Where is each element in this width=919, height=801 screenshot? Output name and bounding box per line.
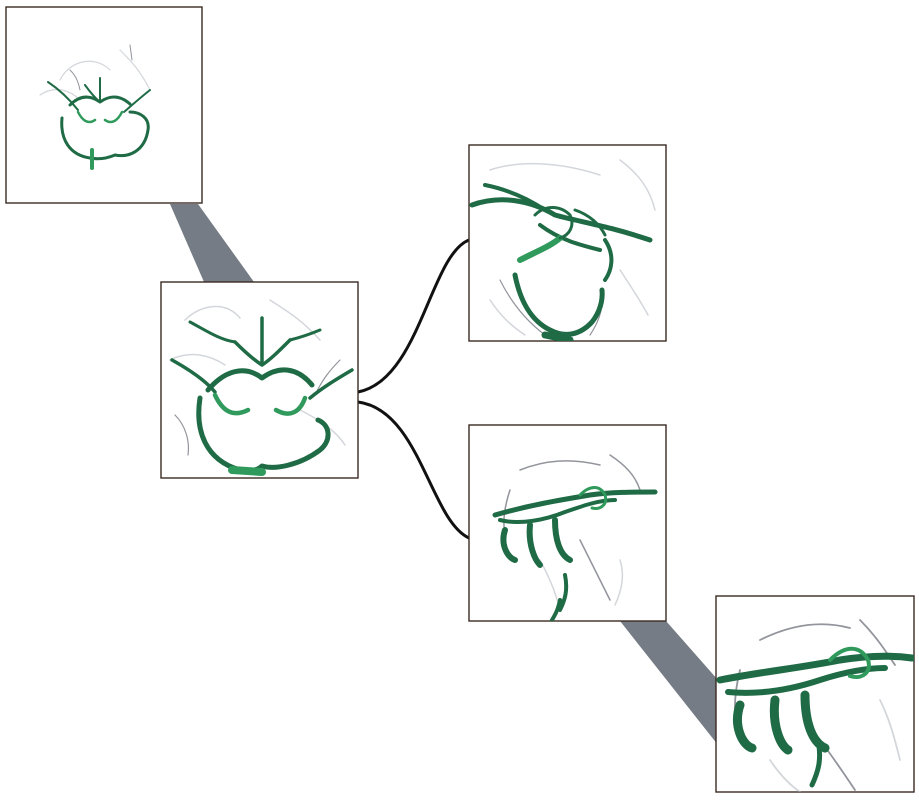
panel-view-a — [468, 144, 667, 342]
vessel-render-icon — [469, 159, 656, 341]
branch-connector-upper — [356, 238, 471, 394]
vessel-render-icon — [39, 44, 151, 170]
vessel-render-icon — [492, 454, 658, 621]
vessel-render-icon — [169, 299, 354, 476]
zoom-projection-shadow-1 — [170, 204, 254, 282]
panel-overview — [5, 6, 203, 204]
branch-connector-lower — [356, 400, 471, 540]
panel-view-b-zoom — [715, 595, 915, 793]
panel-zoom — [160, 281, 359, 479]
vessel-render-icon — [716, 619, 914, 792]
zoom-projection-shadow-2 — [620, 621, 718, 745]
panel-view-b — [468, 424, 667, 622]
